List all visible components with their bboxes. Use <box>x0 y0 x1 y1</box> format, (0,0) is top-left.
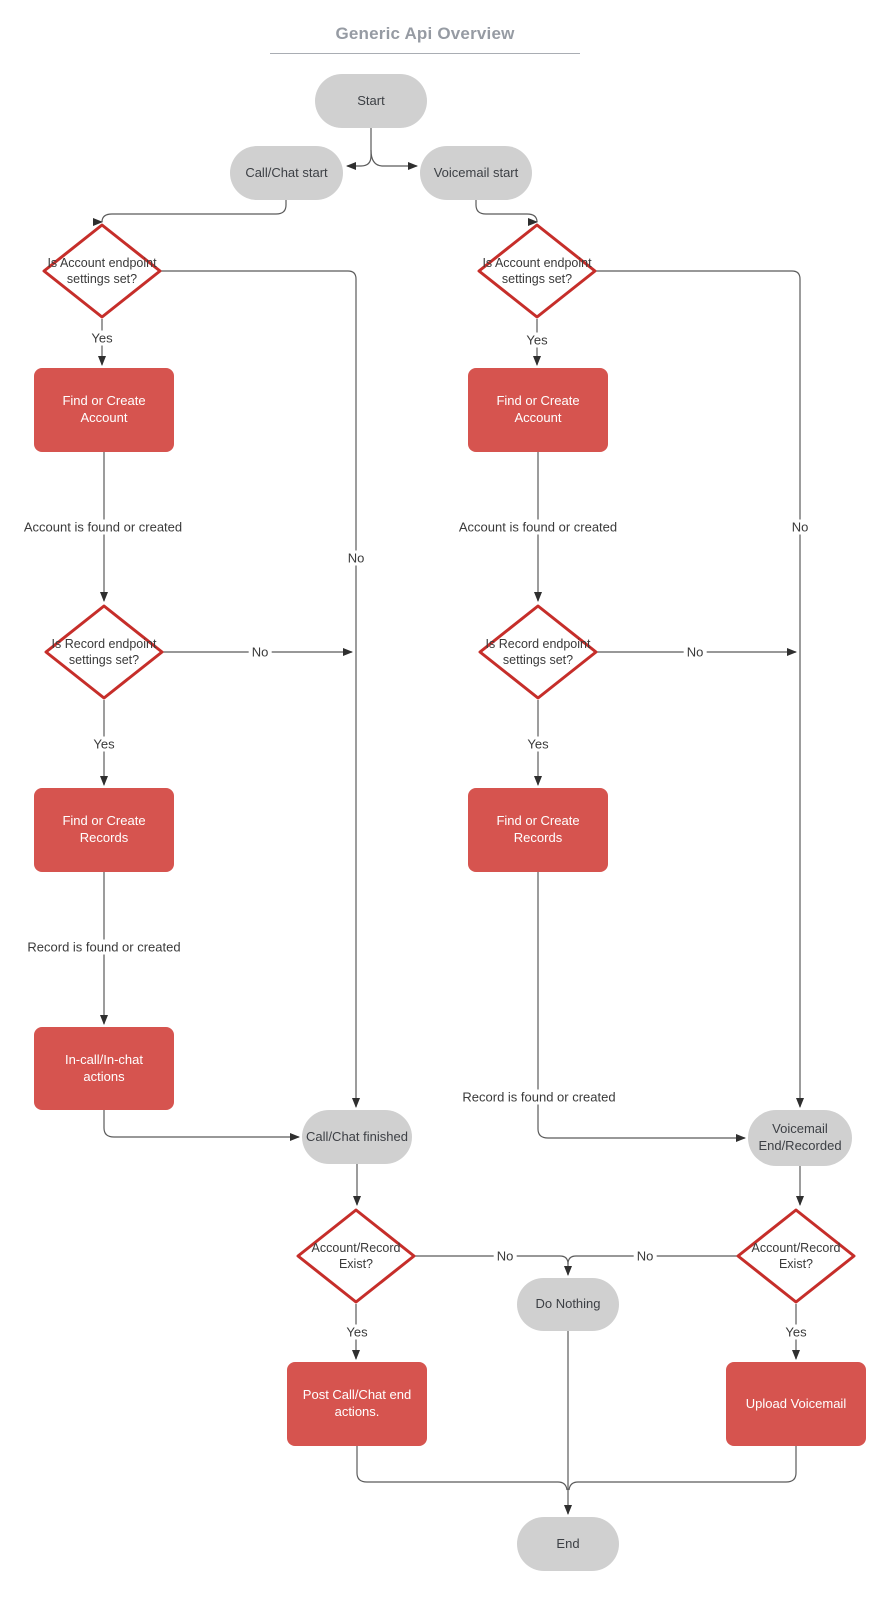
diamond-shape <box>478 604 598 700</box>
process-upload-voicemail: Upload Voicemail <box>726 1362 866 1446</box>
process-post-call-actions-label: Post Call/Chat end actions. <box>302 1387 412 1419</box>
node-voicemail-start-label: Voicemail start <box>433 164 519 180</box>
diamond-shape <box>42 223 162 319</box>
node-do-nothing: Do Nothing <box>517 1278 619 1331</box>
edge-incall-to-finished <box>103 1110 300 1141</box>
node-voicemail-start: Voicemail start <box>420 146 532 200</box>
edge-label-record-found: Record is found or created <box>459 1089 619 1105</box>
edge-label-no: No <box>788 519 812 535</box>
edge-label-yes: Yes <box>523 332 551 348</box>
edge-label-yes: Yes <box>88 330 116 346</box>
process-incall-actions-label: In-call/In-chat actions <box>64 1051 144 1084</box>
edge-label-yes: Yes <box>782 1324 810 1340</box>
diamond-shape <box>477 223 597 319</box>
decision-exist-right-label: Account/Record Exist? <box>751 1240 841 1271</box>
edge-label-no: No <box>493 1248 517 1264</box>
edge-label-account-found: Account is found or created <box>455 519 621 535</box>
decision-exist-left: Account/Record Exist? <box>296 1208 416 1304</box>
process-find-account-left-label: Find or Create Account <box>62 393 146 425</box>
edge-label-no: No <box>344 550 368 566</box>
decision-exist-right: Account/Record Exist? <box>736 1208 856 1304</box>
process-post-call-actions: Post Call/Chat end actions. <box>287 1362 427 1446</box>
decision-is-record-right: Is Record endpoint settings set? <box>478 604 598 700</box>
node-call-chat-start-label: Call/Chat start <box>245 164 328 180</box>
node-call-chat-finished: Call/Chat finished <box>302 1110 412 1164</box>
node-call-chat-finished-label: Call/Chat finished <box>306 1128 408 1144</box>
edge-start-to-callchat <box>346 128 372 170</box>
process-find-records-left: Find or Create Records <box>34 788 174 872</box>
edge-callchat-to-isaccount-left <box>98 200 287 223</box>
edge-upload-to-end <box>568 1446 797 1491</box>
process-find-records-right: Find or Create Records <box>468 788 608 872</box>
node-voicemail-end: Voicemail End/Recorded <box>748 1110 852 1166</box>
edge-label-yes: Yes <box>524 736 552 752</box>
decision-is-record-left: Is Record endpoint settings set? <box>44 604 164 700</box>
diamond-shape <box>44 604 164 700</box>
process-find-records-right-label: Find or Create Records <box>496 813 580 845</box>
decision-is-record-right-label: Is Record endpoint settings set? <box>485 636 591 667</box>
node-do-nothing-label: Do Nothing <box>535 1296 601 1312</box>
diagram-title: Generic Api Overview <box>270 24 580 54</box>
node-end: End <box>517 1517 619 1571</box>
process-find-account-right: Find or Create Account <box>468 368 608 452</box>
decision-exist-left-label: Account/Record Exist? <box>311 1240 401 1271</box>
diamond-shape <box>736 1208 856 1304</box>
edge-label-no: No <box>683 644 707 660</box>
decision-is-account-left: Is Account endpoint settings set? <box>42 223 162 319</box>
process-find-account-left: Find or Create Account <box>34 368 174 452</box>
edge-label-yes: Yes <box>90 736 118 752</box>
edge-voicemail-to-isaccount-right <box>475 200 541 223</box>
node-call-chat-start: Call/Chat start <box>230 146 343 200</box>
decision-is-account-left-label: Is Account endpoint settings set? <box>47 255 157 286</box>
decision-is-account-right: Is Account endpoint settings set? <box>477 223 597 319</box>
edge-label-yes: Yes <box>343 1324 371 1340</box>
node-voicemail-end-label: Voicemail End/Recorded <box>758 1121 842 1153</box>
decision-is-record-left-label: Is Record endpoint settings set? <box>51 636 157 667</box>
edge-label-account-found: Account is found or created <box>20 519 186 535</box>
edge-label-record-found: Record is found or created <box>24 939 184 955</box>
decision-is-account-right-label: Is Account endpoint settings set? <box>482 255 592 286</box>
edge-start-to-voicemail <box>370 149 418 170</box>
edge-isaccount-right-no <box>595 270 804 1108</box>
process-incall-actions: In-call/In-chat actions <box>34 1027 174 1110</box>
node-start: Start <box>315 74 427 128</box>
edge-label-no: No <box>248 644 272 660</box>
node-start-label: Start <box>357 92 385 108</box>
edge-postcall-to-end <box>356 1446 568 1491</box>
edge-label-no: No <box>633 1248 657 1264</box>
node-end-label: End <box>556 1535 580 1551</box>
process-find-records-left-label: Find or Create Records <box>62 813 146 845</box>
process-find-account-right-label: Find or Create Account <box>496 393 580 425</box>
process-upload-voicemail-label: Upload Voicemail <box>745 1395 847 1411</box>
diamond-shape <box>296 1208 416 1304</box>
edge-exist-left-no <box>414 1255 572 1276</box>
edge-isaccount-left-no <box>160 270 360 1108</box>
